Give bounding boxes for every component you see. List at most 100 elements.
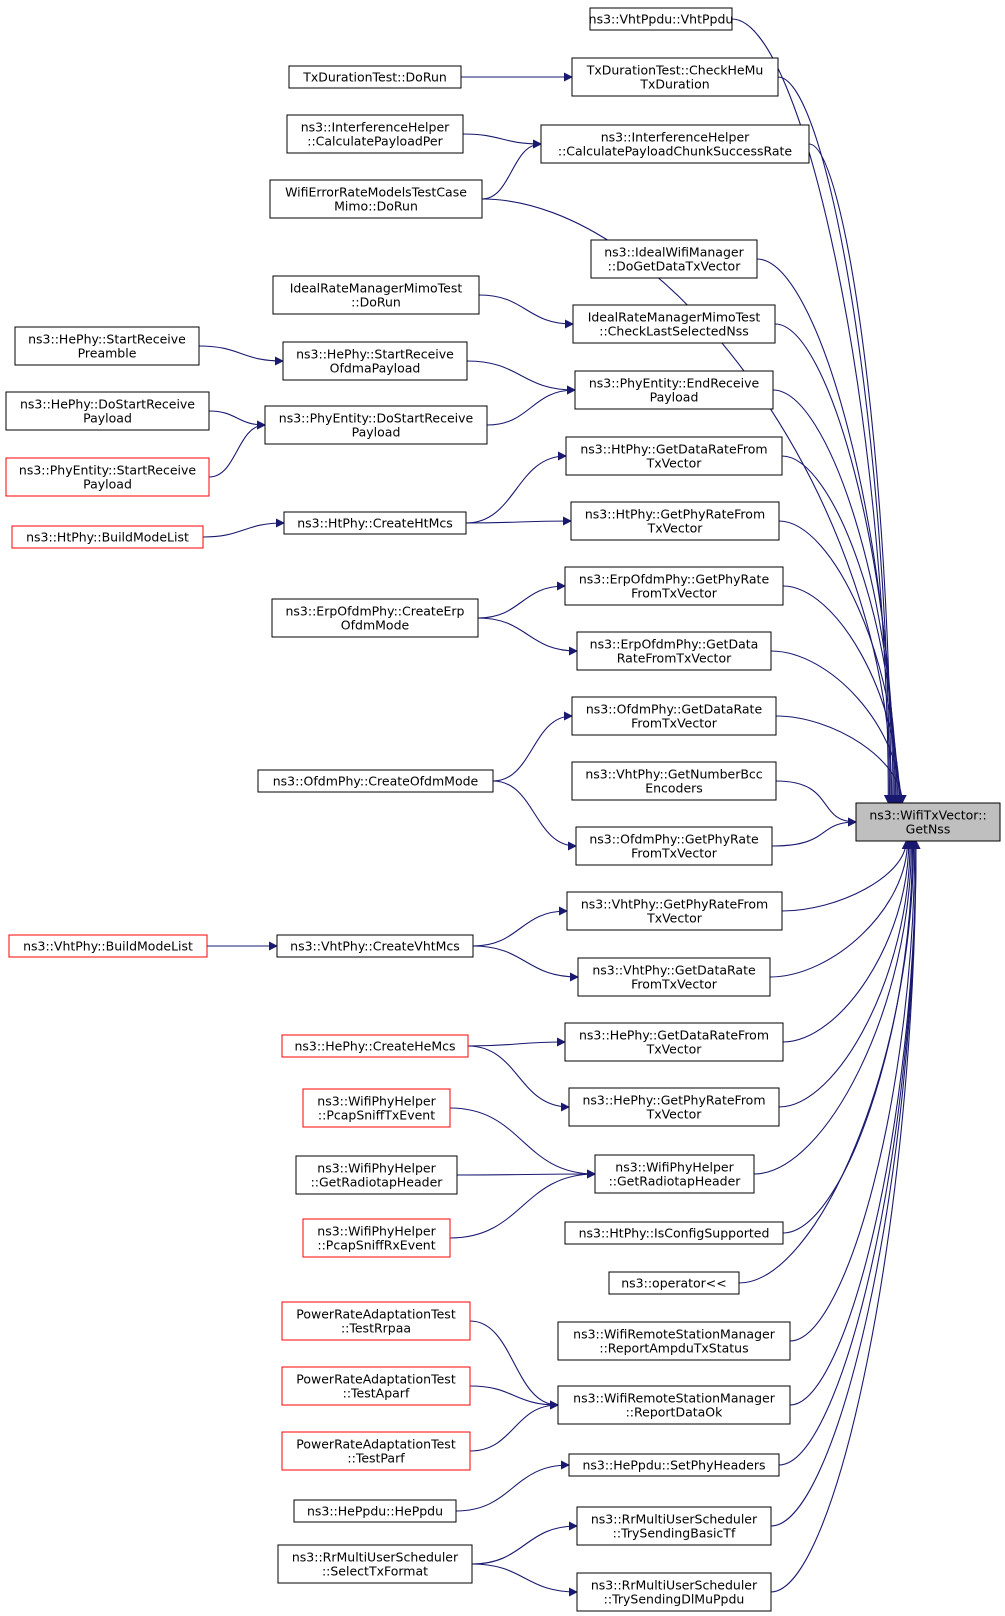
node-ns3-wifiphyhelper-pcapsnifftxevent[interactable]: ns3::WifiPhyHelper::PcapSniffTxEvent xyxy=(302,1088,451,1128)
node-label: ::TrySendingDlMuPpdu xyxy=(604,1592,745,1607)
node-ns3-wifiphyhelper-getradiotapheader[interactable]: ns3::WifiPhyHelper::GetRadiotapHeader xyxy=(295,1155,458,1195)
node-ns3-wifiphyhelper-getradiotapheader[interactable]: ns3::WifiPhyHelper::GetRadiotapHeader xyxy=(594,1154,755,1194)
node-box xyxy=(295,1155,458,1195)
edge-htcreate-to-htdatarate xyxy=(465,451,567,524)
edge-heppduset-to-t xyxy=(778,840,921,1466)
edge-htbuild-to-htcreate xyxy=(202,518,285,538)
node-box xyxy=(557,1321,791,1361)
node-ns3-idealwifimanager-dogetdatatxvector[interactable]: ns3::IdealWifiManager::DoGetDataTxVector xyxy=(590,239,758,279)
node-ns3-wifiphyhelper-pcapsniffrxevent[interactable]: ns3::WifiPhyHelper::PcapSniffRxEvent xyxy=(302,1218,451,1258)
node-box xyxy=(855,802,1001,842)
node-powerrateadaptationtest-testaparf[interactable]: PowerRateAdaptationTest::TestAparf xyxy=(281,1366,471,1406)
node-label: ns3::WifiPhyHelper xyxy=(317,1224,436,1239)
edge-parf-to-dataok xyxy=(469,1400,559,1452)
node-ns3-htphy-buildmodelist[interactable]: ns3::HtPhy::BuildModeList xyxy=(11,525,204,549)
node-box xyxy=(570,501,780,541)
node-ns3-htphy-createhtmcs[interactable]: ns3::HtPhy::CreateHtMcs xyxy=(283,511,467,535)
node-label: ::SelectTxFormat xyxy=(322,1564,428,1579)
node-label: ns3::WifiRemoteStationManager xyxy=(573,1327,776,1342)
node-box xyxy=(574,370,774,410)
node-ns3-vhtphy-buildmodelist[interactable]: ns3::VhtPhy::BuildModeList xyxy=(8,934,208,958)
node-box xyxy=(571,696,777,736)
node-label: GetNss xyxy=(906,822,951,837)
node-label: TxVector xyxy=(647,521,704,536)
node-label: ns3::WifiRemoteStationManager xyxy=(573,1391,776,1406)
edge-calcchunk-to-t xyxy=(808,143,896,804)
node-label: Payload xyxy=(83,411,132,426)
node-label: ::CalculatePayloadChunkSuccessRate xyxy=(558,144,793,159)
node-box xyxy=(5,457,210,497)
node-label: ns3::HePpdu::SetPhyHeaders xyxy=(582,1458,765,1473)
node-box xyxy=(572,304,776,344)
node-powerrateadaptationtest-testparf[interactable]: PowerRateAdaptationTest::TestParf xyxy=(281,1431,471,1471)
edge-endreceive-to-t xyxy=(772,389,901,804)
node-idealratemanagermimotest-dorun[interactable]: IdealRateManagerMimoTest::DoRun xyxy=(272,275,480,315)
node-label: ns3::HtPhy::CreateHtMcs xyxy=(297,516,453,531)
node-label: PowerRateAdaptationTest xyxy=(296,1372,456,1387)
edge-htphyrate-to-t xyxy=(778,520,903,804)
node-box xyxy=(577,957,771,997)
edge-phydostart-to-endreceive xyxy=(486,385,576,426)
node-box xyxy=(5,391,210,431)
node-ns3-rrmultiuserscheduler-trysendingbasictf[interactable]: ns3::RrMultiUserScheduler::TrySendingBas… xyxy=(576,1506,772,1546)
node-label: TxVector xyxy=(646,911,703,926)
node-box xyxy=(282,341,468,381)
edge-erpcreate-to-erpdata xyxy=(477,617,578,656)
node-box xyxy=(571,761,777,801)
edge-hedostart-to-phydostart xyxy=(208,410,266,430)
node-ns3-ofdmphy-createofdmmode[interactable]: ns3::OfdmPhy::CreateOfdmMode xyxy=(257,769,494,793)
node-powerrateadaptationtest-testrrpaa[interactable]: PowerRateAdaptationTest::TestRrpaa xyxy=(281,1301,471,1341)
node-label: ns3::WifiPhyHelper xyxy=(615,1160,734,1175)
edge-htcreate-to-htphyrate xyxy=(465,516,572,526)
node-ns3-htphy-isconfigsupported[interactable]: ns3::HtPhy::IsConfigSupported xyxy=(564,1221,784,1245)
node-ns3-hephy-createhemcs[interactable]: ns3::HePhy::CreateHeMcs xyxy=(281,1034,469,1058)
node-ns3-rrmultiuserscheduler-trysendingdlmuppdu[interactable]: ns3::RrMultiUserScheduler::TrySendingDlM… xyxy=(576,1572,772,1612)
node-box xyxy=(14,326,200,366)
node-box xyxy=(269,179,483,219)
node-txdurationtest-dorun[interactable]: TxDurationTest::DoRun xyxy=(288,65,462,89)
node-box xyxy=(568,1453,780,1477)
node-label: ns3::ErpOfdmPhy::GetData xyxy=(590,637,759,652)
node-ns3-interferencehelper-calculatepayloadper[interactable]: ns3::InterferenceHelper::CalculatePayloa… xyxy=(286,114,464,154)
node-label: ns3::ErpOfdmPhy::CreateErp xyxy=(285,604,464,619)
node-box xyxy=(302,1218,451,1258)
node-ns3-heppdu-heppdu[interactable]: ns3::HePpdu::HePpdu xyxy=(293,1499,457,1523)
node-box xyxy=(594,1154,755,1194)
node-ns3-wifiremotestationmanager-reportampdutxstatus[interactable]: ns3::WifiRemoteStationManager::ReportAmp… xyxy=(557,1321,791,1361)
node-ns3-heppdu-setphyheaders[interactable]: ns3::HePpdu::SetPhyHeaders xyxy=(568,1453,780,1477)
node-label: ::ReportDataOk xyxy=(626,1405,724,1420)
node-label: ns3::ErpOfdmPhy::GetPhyRate xyxy=(579,572,770,587)
edge-pcaptx-to-radiotapr xyxy=(449,1107,596,1179)
node-ns3-vhtppdu-vhtppdu[interactable]: ns3::VhtPpdu::VhtPpdu xyxy=(589,7,734,31)
node-label: ::ReportAmpduTxStatus xyxy=(599,1341,748,1356)
node-idealratemanagermimotest-checklastselectednss[interactable]: IdealRateManagerMimoTest::CheckLastSelec… xyxy=(572,304,776,344)
node-ns3-rrmultiuserscheduler-selecttxformat[interactable]: ns3::RrMultiUserScheduler::SelectTxForma… xyxy=(277,1544,473,1584)
node-ns3-wifiremotestationmanager-reportdataok[interactable]: ns3::WifiRemoteStationManager::ReportDat… xyxy=(557,1385,791,1425)
edge-hecreate-to-hedata xyxy=(467,1037,566,1047)
node-ns3-interferencehelper-calculatepayloadchunksuccessrate[interactable]: ns3::InterferenceHelper::CalculatePayloa… xyxy=(540,124,810,164)
node-label: IdealRateManagerMimoTest xyxy=(588,310,761,325)
node-ns3-vhtphy-createvhtmcs[interactable]: ns3::VhtPhy::CreateVhtMcs xyxy=(276,934,474,958)
node-ns3-operator[interactable]: ns3::operator<< xyxy=(608,1271,740,1295)
node-label: ns3::HePhy::GetDataRateFrom xyxy=(579,1028,769,1043)
